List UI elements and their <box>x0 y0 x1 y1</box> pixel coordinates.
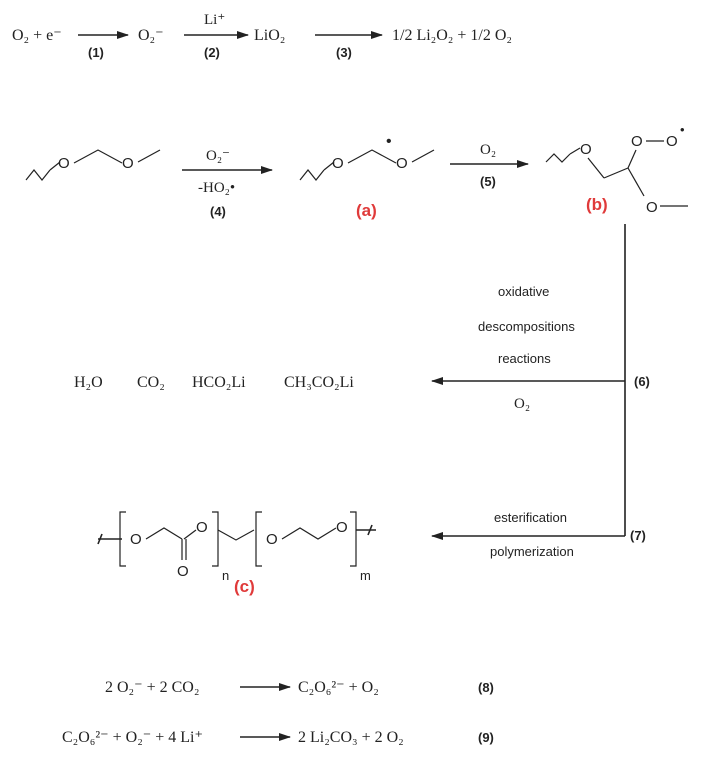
branch6-reagent: O₂ <box>514 396 530 412</box>
oxygen-reagent: O₂ <box>480 142 496 158</box>
peroxide-products: 1/2 Li₂O₂ + 1/2 O₂ <box>392 27 512 44</box>
step-label-9: (9) <box>478 730 494 745</box>
oxygen-atom: O <box>336 519 348 536</box>
step-label-2: (2) <box>204 45 220 60</box>
hydroperoxyl-byproduct: -HO₂• <box>198 180 235 196</box>
step-label-5: (5) <box>480 174 496 189</box>
carbonyl-oxygen: O <box>177 563 189 580</box>
eq8-rhs: C₂O₆²⁻ + O₂ <box>298 679 379 696</box>
step-label-4: (4) <box>210 204 226 219</box>
equation-9: C₂O₆²⁻ + O₂⁻ + 4 Li⁺ 2 Li₂CO₃ + 2 O₂ (9) <box>62 729 494 746</box>
radical-molecule-a: O • O <box>299 133 435 181</box>
wavy-bond <box>25 169 51 181</box>
step-label-3: (3) <box>336 45 352 60</box>
label-b: (b) <box>586 195 608 214</box>
eq9-lhs: C₂O₆²⁻ + O₂⁻ + 4 Li⁺ <box>62 729 203 746</box>
oxygen-atom: O <box>396 155 408 172</box>
oxygen-atom: O <box>266 531 278 548</box>
bracket-right-m <box>350 511 357 567</box>
oxygen-atom: O <box>332 155 344 172</box>
reaction-row-2: O O O₂⁻ -HO₂• (4) O • O (a) O₂ (5) O <box>25 122 688 220</box>
subscript-n: n <box>222 568 229 583</box>
branch-6: oxidative descompositions reactions O₂ (… <box>74 284 650 412</box>
bracket-right-n <box>212 511 219 567</box>
step-label-1: (1) <box>88 45 104 60</box>
oxygen-atom: O <box>580 141 592 158</box>
peroxy-radical-molecule-b: O O O • O <box>545 122 688 216</box>
bracket-left-n <box>119 511 126 567</box>
step-label-6: (6) <box>634 374 650 389</box>
branch6-line2: descompositions <box>478 319 575 334</box>
label-c: (c) <box>234 577 255 596</box>
eq8-lhs: 2 O₂⁻ + 2 CO₂ <box>105 679 199 696</box>
r1-reactants: O₂ + e⁻ <box>12 27 62 44</box>
oxygen-atom: O <box>631 133 643 150</box>
wavy-bond <box>545 153 571 163</box>
step-label-8: (8) <box>478 680 494 695</box>
oxygen-atom: O <box>58 155 70 172</box>
subscript-m: m <box>360 568 371 583</box>
superoxide-reagent: O₂⁻ <box>206 148 230 164</box>
oxygen-atom: O <box>646 199 658 216</box>
branch6-line3: reactions <box>498 351 551 366</box>
radical-dot: • <box>680 122 685 137</box>
reaction-row-1: O₂ + e⁻ (1) O₂⁻ Li⁺ (2) LiO₂ (3) 1/2 Li₂… <box>12 12 512 60</box>
oxygen-atom: O <box>130 531 142 548</box>
branch-7: esterification polymerization (7) O O O … <box>97 510 646 596</box>
superoxide-product: O₂⁻ <box>138 27 164 44</box>
ether-molecule: O O <box>25 149 161 181</box>
product-co2: CO₂ <box>137 374 165 391</box>
product-lithium-formate: HCO₂Li <box>192 374 246 391</box>
wavy-bond <box>299 169 325 181</box>
bracket-left-m <box>255 511 262 567</box>
step-label-7: (7) <box>630 528 646 543</box>
oxygen-atom: O <box>666 133 678 150</box>
lithium-reagent: Li⁺ <box>204 12 225 28</box>
eq9-rhs: 2 Li₂CO₃ + 2 O₂ <box>298 729 404 746</box>
label-a: (a) <box>356 201 377 220</box>
radical-dot: • <box>386 133 392 150</box>
oxygen-atom: O <box>122 155 134 172</box>
product-lithium-acetate: CH₃CO₂Li <box>284 374 354 391</box>
lio2-product: LiO₂ <box>254 27 285 44</box>
branch6-line1: oxidative <box>498 284 549 299</box>
product-water: H₂O <box>74 374 103 391</box>
branch7-line2: polymerization <box>490 544 574 559</box>
polymer-structure-c: O O O n O O m <box>97 511 376 583</box>
branch7-line1: esterification <box>494 510 567 525</box>
equation-8: 2 O₂⁻ + 2 CO₂ C₂O₆²⁻ + O₂ (8) <box>105 679 494 696</box>
oxygen-atom: O <box>196 519 208 536</box>
